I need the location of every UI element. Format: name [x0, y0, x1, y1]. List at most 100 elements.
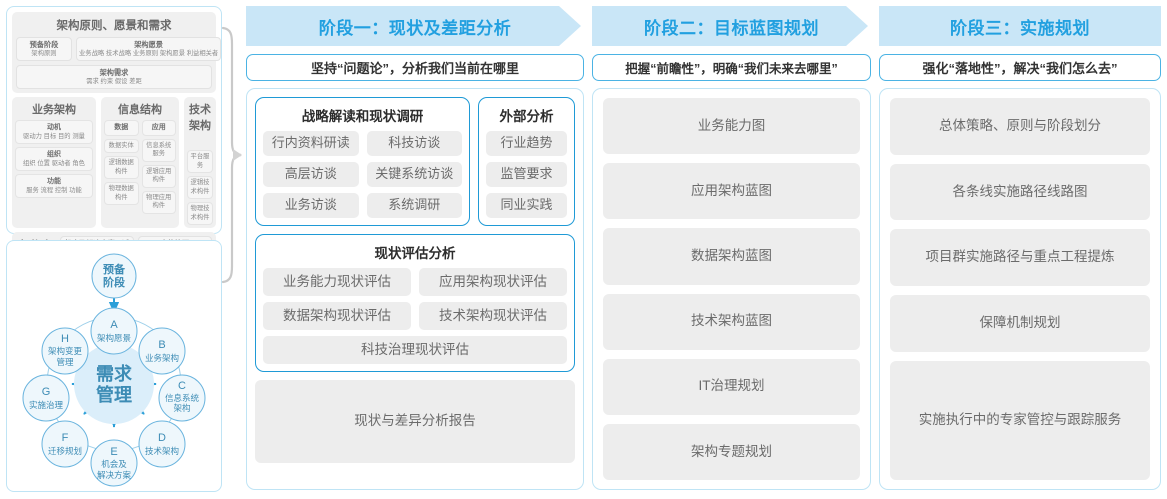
assessment-item[interactable]: 应用架构现状评估	[419, 268, 567, 296]
adm-node-c-label-1: 信息系统	[165, 393, 200, 403]
physical-application-component: 物理应用构件	[141, 190, 176, 214]
phase-1-body: 战略解读和现状调研 行内资料研读 科技访谈 高层访谈 关键系统访谈 业务访谈 系…	[246, 88, 584, 490]
strategy-item[interactable]: 高层访谈	[263, 162, 359, 187]
function-card: 功能 服务 流程 控制 功能	[15, 174, 93, 199]
card-sub: 组织 位置 驱动者 角色	[23, 159, 85, 167]
togaf-adm-cycle-diagram: 需求 管理 预备 阶段 A 架构愿景 B 业务架构 C 信息系统 架构 D 技术…	[6, 240, 222, 492]
technology-architecture-column: 技术架构 平台服务 逻辑技术构件 物理技术构件	[184, 97, 216, 229]
strategy-item[interactable]: 系统调研	[366, 193, 462, 218]
adm-node-h-label-1: 架构变更	[48, 346, 83, 356]
physical-technology-component: 物理技术构件	[187, 202, 213, 226]
business-architecture-column: 业务架构 动机 驱动力 目标 目的 测量 组织 组织 位置 驱动者 角色 功能 …	[12, 97, 96, 229]
phase-2-item-list: 业务能力图 应用架构蓝图 数据架构蓝图 技术架构蓝图 IT治理规划 架构专题规划	[593, 89, 870, 489]
phase-3-column: 阶段三：实施规划 强化“落地性”，解决“我们怎么去” 总体策略、原则与阶段划分 …	[879, 6, 1161, 493]
phase-3-item[interactable]: 总体策略、原则与阶段划分	[890, 98, 1150, 155]
assessment-item[interactable]: 数据架构现状评估	[263, 302, 411, 330]
togaf-architecture-columns: 业务架构 动机 驱动力 目标 目的 测量 组织 组织 位置 驱动者 角色 功能 …	[12, 97, 216, 229]
information-structure-column: 信息结构 数据 数据实体 逻辑数据构件 物理数据构件 应用 信息系统服务 逻辑应…	[101, 97, 179, 229]
phase-2-item[interactable]: 数据架构蓝图	[603, 228, 860, 285]
section-title: 外部分析	[499, 109, 554, 124]
strategy-item[interactable]: 科技访谈	[366, 131, 462, 156]
adm-node-c-circle	[158, 374, 206, 422]
grouping-bracket-icon	[221, 26, 242, 284]
assessment-item[interactable]: 业务能力现状评估	[263, 268, 411, 296]
card-head: 数据	[114, 124, 129, 132]
phase-2-header: 阶段二：目标蓝图规划	[592, 6, 872, 46]
section-title: 现状评估分析	[374, 246, 456, 261]
phase-2-chevron-icon	[846, 6, 872, 46]
adm-node-b-letter: B	[158, 339, 165, 351]
phase-3-item-list: 总体策略、原则与阶段划分 各条线实施路径线路图 项目群实施路径与重点工程提炼 保…	[880, 89, 1160, 489]
adm-center-line2: 管理	[96, 384, 132, 405]
external-item[interactable]: 行业趋势	[486, 131, 567, 156]
platform-service: 平台服务	[187, 150, 213, 174]
phase-3-header: 阶段三：实施规划	[879, 6, 1161, 46]
card-head: 预备阶段	[29, 40, 59, 49]
phase-1-header-label: 阶段一：现状及差距分析	[318, 18, 512, 38]
adm-node-e-circle	[90, 439, 138, 487]
logical-data-component: 逻辑数据构件	[104, 156, 139, 180]
adm-node-f-label: 迁移规划	[48, 446, 82, 456]
gap-analysis-report[interactable]: 现状与差异分析报告	[255, 380, 575, 463]
phase-3-item[interactable]: 各条线实施路径线路图	[890, 163, 1150, 221]
adm-node-d-circle	[138, 420, 186, 468]
strategy-item[interactable]: 行内资料研读	[263, 131, 359, 156]
adm-node-b-circle	[138, 327, 186, 375]
phase-2-item[interactable]: 业务能力图	[603, 98, 860, 155]
adm-diagram-svg: 需求 管理 预备 阶段 A 架构愿景 B 业务架构 C 信息系统 架构 D 技术…	[22, 253, 206, 487]
adm-node-e-label-1: 机会及	[101, 459, 127, 469]
current-state-assessment-section: 现状评估分析 业务能力现状评估 应用架构现状评估 数据架构现状评估 技术架构现状…	[255, 234, 575, 372]
column-title: 技术架构	[189, 104, 211, 133]
assessment-item[interactable]: 技术架构现状评估	[419, 302, 567, 330]
phase-3-item[interactable]: 项目群实施路径与重点工程提炼	[890, 229, 1150, 287]
physical-data-component: 物理数据构件	[104, 182, 139, 206]
strategy-research-section: 战略解读和现状调研 行内资料研读 科技访谈 高层访谈 关键系统访谈 业务访谈 系…	[255, 97, 470, 226]
column-title: 业务架构	[32, 104, 76, 117]
phase-1-subtitle: 坚持“问题论”，分析我们当前在哪里	[246, 54, 584, 81]
strategy-item[interactable]: 业务访谈	[263, 193, 359, 218]
organization-card: 组织 组织 位置 驱动者 角色	[15, 147, 93, 172]
assessment-items-grid: 业务能力现状评估 应用架构现状评估 数据架构现状评估 技术架构现状评估	[263, 268, 567, 330]
card-sub: 驱动力 目标 目的 测量	[23, 132, 85, 140]
phase-2-subtitle-label: 把握“前瞻性”，明确“我们未来去哪里”	[625, 62, 838, 76]
phase-1-chevron-icon	[559, 6, 585, 46]
adm-node-g-circle	[22, 374, 70, 422]
phase-3-item[interactable]: 实施执行中的专家管控与跟踪服务	[890, 360, 1150, 480]
phase-1-top-row: 战略解读和现状调研 行内资料研读 科技访谈 高层访谈 关键系统访谈 业务访谈 系…	[255, 97, 575, 226]
adm-center-line1: 需求	[96, 363, 133, 384]
adm-preliminary-circle	[91, 253, 137, 299]
phase-2-column: 阶段二：目标蓝图规划 把握“前瞻性”，明确“我们未来去哪里” 业务能力图 应用架…	[592, 6, 872, 493]
card-head: 应用	[151, 124, 166, 132]
adm-node-c-letter: C	[178, 380, 186, 392]
adm-node-d-label: 技术架构	[145, 446, 179, 456]
adm-node-e-label-2: 解决方案	[97, 470, 132, 480]
card-head: 动机	[47, 124, 61, 132]
card-sub: 服务 流程 控制 功能	[26, 186, 82, 194]
phase-3-body: 总体策略、原则与阶段划分 各条线实施路径线路图 项目群实施路径与重点工程提炼 保…	[879, 88, 1161, 490]
adm-center-circle	[74, 344, 154, 424]
phase-2-item[interactable]: 技术架构蓝图	[603, 293, 860, 350]
adm-node-g-label: 实施治理	[29, 400, 64, 410]
phase-2-item[interactable]: 应用架构蓝图	[603, 163, 860, 220]
card-sub: 需求 约束 假设 差距	[86, 77, 142, 85]
adm-node-g-letter: G	[42, 386, 51, 398]
phase-2-item[interactable]: 架构专题规划	[603, 423, 860, 481]
phase-1-column: 阶段一：现状及差距分析 坚持“问题论”，分析我们当前在哪里 战略解读和现状调研 …	[246, 6, 585, 493]
adm-node-e-letter: E	[110, 446, 117, 458]
logical-technology-component: 逻辑技术构件	[187, 176, 213, 200]
adm-node-a-label: 架构愿景	[97, 333, 131, 343]
external-item[interactable]: 同业实践	[486, 193, 567, 218]
logical-application-component: 逻辑应用构件	[141, 164, 176, 188]
strategy-item[interactable]: 关键系统访谈	[366, 162, 462, 187]
external-item[interactable]: 监管要求	[486, 162, 567, 187]
phase-2-item[interactable]: IT治理规划	[603, 358, 860, 415]
phase-3-item[interactable]: 保障机制规划	[890, 295, 1150, 352]
adm-preliminary-line2: 阶段	[103, 275, 125, 289]
phase-1-subtitle-label: 坚持“问题论”，分析我们当前在哪里	[310, 61, 519, 76]
adm-node-a-circle	[90, 307, 138, 355]
architecture-vision-card: 架构愿景 业务战略 技术战略 业务原则 架构愿景 利益相关者	[76, 37, 222, 62]
togaf-content-framework: 架构原则、愿景和需求 预备阶段 架构原则 架构愿景 业务战略 技术战略 业务原则…	[6, 6, 222, 275]
assessment-item-full[interactable]: 科技治理现状评估	[263, 336, 567, 364]
adm-node-h-circle	[41, 327, 89, 375]
strategy-items-grid: 行内资料研读 科技访谈 高层访谈 关键系统访谈 业务访谈 系统调研	[263, 131, 462, 218]
